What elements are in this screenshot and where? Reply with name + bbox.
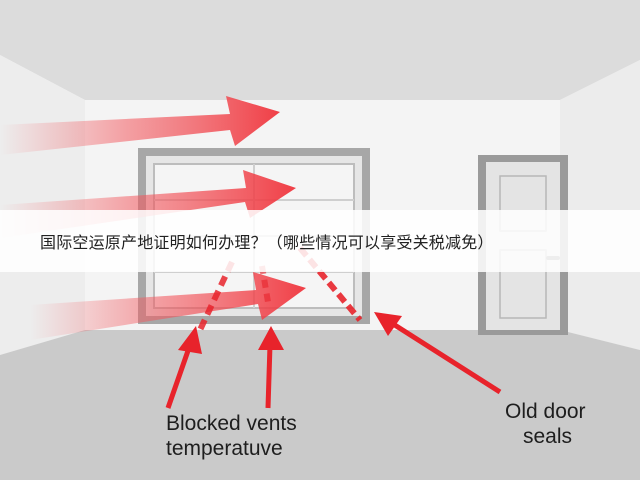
label-old-door-seals: Old door seals: [505, 399, 635, 449]
label-blocked-vents: Blocked vents temperatuve: [166, 411, 356, 461]
banner-title: 国际空运原产地证明如何办理？（哪些情况可以享受关税减免）: [40, 233, 494, 252]
floor: [0, 330, 640, 480]
airflow-arrow-top: [0, 96, 280, 155]
label-blocked-vents-line1: Blocked vents: [166, 412, 297, 435]
callout-arrow-vents-2: [258, 326, 284, 409]
ceiling: [0, 0, 640, 100]
label-old-door-line2: seals: [523, 425, 573, 448]
right-wall: [560, 60, 640, 350]
airflow-arrow-bottom: [30, 272, 306, 340]
label-old-door-line1: Old door: [505, 400, 586, 423]
callout-arrow-door-seals: [374, 312, 502, 395]
callout-arrow-vents-1: [165, 326, 202, 409]
label-blocked-vents-line2: temperatuve: [166, 437, 283, 460]
caption-banner: [0, 210, 640, 272]
leak-line-vent: [197, 260, 271, 332]
